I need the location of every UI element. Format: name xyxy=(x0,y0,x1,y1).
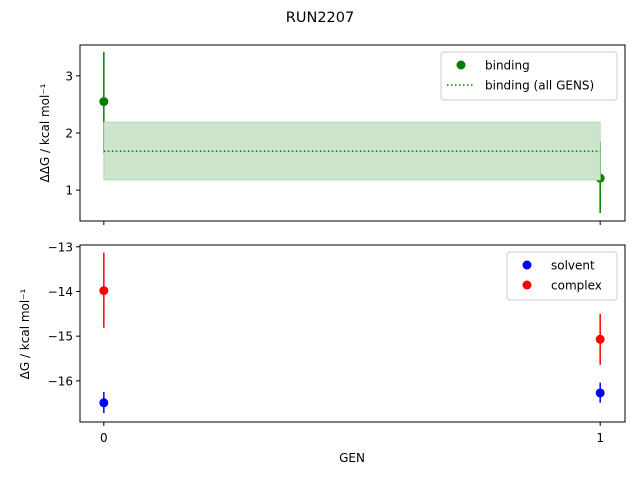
legend-point-marker xyxy=(456,60,466,70)
legend-box xyxy=(440,51,618,101)
legend: solvent complex xyxy=(506,251,618,301)
legend: binding binding (all GENS) xyxy=(440,51,618,101)
y-tick-label: −16 xyxy=(48,374,73,388)
y-tick-label: 1 xyxy=(65,184,73,198)
bottom-y-axis-label: ΔG / kcal mol⁻¹ xyxy=(18,288,32,379)
bottom-axes-solvent-complex: −13 −14 −15 −16 0 1 solvent complex xyxy=(48,240,626,445)
complex-point xyxy=(99,286,109,296)
legend-box xyxy=(506,251,618,301)
chart-title: RUN2207 xyxy=(286,10,354,26)
legend-label: solvent xyxy=(551,259,595,273)
top-axes-binding: 1 2 3 binding binding (all GENS) xyxy=(65,44,626,225)
legend-label: binding (all GENS) xyxy=(485,79,594,93)
x-axis-label: GEN xyxy=(339,451,365,465)
y-tick-label: 3 xyxy=(65,69,73,83)
legend-point-marker xyxy=(522,280,532,290)
y-tick-label: −15 xyxy=(48,330,73,344)
y-tick-label: 2 xyxy=(65,127,73,141)
y-tick-label: −13 xyxy=(48,240,73,254)
solvent-point xyxy=(595,388,605,398)
legend-point-marker xyxy=(522,260,532,270)
solvent-point xyxy=(99,398,109,408)
legend-label: complex xyxy=(551,279,602,293)
legend-label: binding xyxy=(485,59,530,73)
x-tick-label: 0 xyxy=(100,431,108,445)
binding-point xyxy=(99,97,109,107)
axes-frame xyxy=(79,244,626,423)
x-tick-label: 1 xyxy=(596,431,604,445)
top-y-axis-label: ΔΔG / kcal mol⁻¹ xyxy=(38,83,52,182)
y-tick-label: −14 xyxy=(48,285,73,299)
complex-point xyxy=(595,334,605,344)
